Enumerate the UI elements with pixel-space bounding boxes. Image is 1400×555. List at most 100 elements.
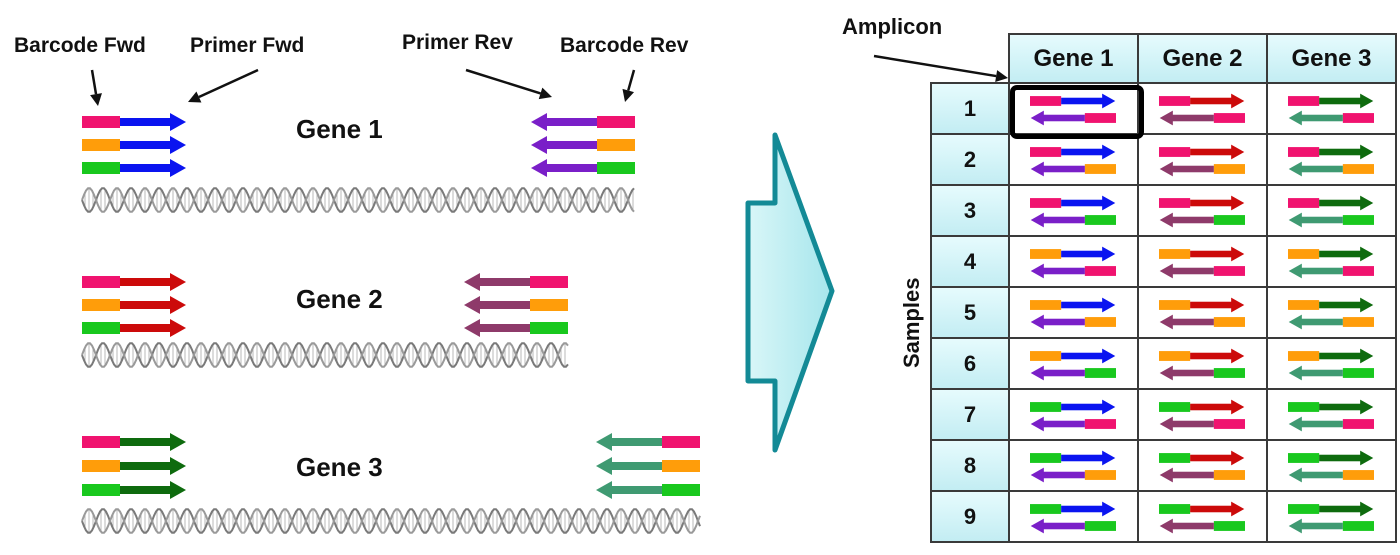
amplicon-glyph: [1158, 399, 1245, 431]
amplicon-glyph: [1158, 144, 1245, 176]
row-header-sample-2: 2: [930, 133, 1010, 186]
amplicon-glyph: [1287, 348, 1374, 380]
cell-reverse-primer: [1159, 110, 1245, 125]
row-header-sample-1: 1: [930, 82, 1010, 135]
amplicon-glyph: [1029, 297, 1116, 329]
cell-forward-primer: [1287, 348, 1373, 363]
amplicon-cell-1-1: [1008, 82, 1139, 135]
forward-primer-g3-3: [82, 481, 186, 499]
cell-reverse-primer: [1030, 518, 1116, 533]
forward-primer-g3-2: [82, 457, 186, 475]
amplicon-glyph: [1287, 297, 1374, 329]
cell-forward-primer: [1287, 399, 1373, 414]
transition-arrow: [745, 132, 835, 453]
table-row: 5: [930, 286, 1397, 339]
cell-reverse-primer: [1159, 212, 1245, 227]
cell-reverse-primer: [1159, 416, 1245, 431]
cell-reverse-primer: [1159, 518, 1245, 533]
amplicon-cell-2-1: [1008, 133, 1139, 186]
cell-forward-primer: [1029, 195, 1115, 210]
dna-strand-gene-1: [81, 187, 635, 213]
cell-reverse-primer: [1288, 365, 1374, 380]
amplicon-cell-6-1: [1008, 337, 1139, 390]
cell-reverse-primer: [1159, 314, 1245, 329]
barcode-fwd-label: Barcode Fwd: [14, 34, 146, 57]
amplicon-glyph: [1029, 246, 1116, 278]
cell-forward-primer: [1029, 144, 1115, 159]
row-header-sample-6: 6: [930, 337, 1010, 390]
forward-primer-g1-1: [82, 113, 186, 131]
row-header-sample-3: 3: [930, 184, 1010, 237]
table-row: 4: [930, 235, 1397, 288]
primer-fwd-pointer: [188, 68, 259, 103]
cell-forward-primer: [1158, 450, 1244, 465]
amplicon-cell-8-1: [1008, 439, 1139, 492]
forward-primer-g2-1: [82, 273, 186, 291]
row-header-sample-4: 4: [930, 235, 1010, 288]
cell-reverse-primer: [1288, 518, 1374, 533]
cell-forward-primer: [1029, 246, 1115, 261]
reverse-primer-g3-3: [596, 481, 700, 499]
cell-forward-primer: [1158, 501, 1244, 516]
cell-forward-primer: [1158, 93, 1244, 108]
barcode-rev-pointer: [622, 69, 636, 102]
amplicon-cell-4-1: [1008, 235, 1139, 288]
amplicon-glyph: [1158, 450, 1245, 482]
amplicon-cell-8-3: [1266, 439, 1397, 492]
amplicon-cell-3-2: [1137, 184, 1268, 237]
cell-reverse-primer: [1159, 161, 1245, 176]
dna-strand-gene-3: [81, 508, 701, 534]
amplicon-cell-9-1: [1008, 490, 1139, 543]
row-header-sample-9: 9: [930, 490, 1010, 543]
cell-forward-primer: [1287, 195, 1373, 210]
barcode-fwd-pointer: [90, 69, 102, 106]
reverse-primer-g2-2: [464, 296, 568, 314]
cell-forward-primer: [1158, 297, 1244, 312]
amplicon-cell-4-3: [1266, 235, 1397, 288]
amplicon-cell-5-1: [1008, 286, 1139, 339]
cell-reverse-primer: [1159, 365, 1245, 380]
forward-primer-g3-1: [82, 433, 186, 451]
amplicon-cell-6-3: [1266, 337, 1397, 390]
cell-reverse-primer: [1030, 314, 1116, 329]
amplicon-highlight-box: [1010, 85, 1144, 139]
gene-2-label: Gene 2: [296, 284, 383, 314]
cell-forward-primer: [1287, 93, 1373, 108]
cell-forward-primer: [1287, 297, 1373, 312]
amplicon-cell-3-3: [1266, 184, 1397, 237]
table-header-row: Gene 1 Gene 2 Gene 3: [931, 33, 1397, 84]
cell-reverse-primer: [1030, 365, 1116, 380]
gene-3-label: Gene 3: [296, 452, 383, 482]
amplicon-glyph: [1287, 195, 1374, 227]
reverse-primer-g1-1: [531, 113, 635, 131]
cell-reverse-primer: [1159, 263, 1245, 278]
reverse-primer-g2-3: [464, 319, 568, 337]
amplicon-glyph: [1029, 501, 1116, 533]
column-header-gene-2: Gene 2: [1137, 33, 1268, 84]
forward-primer-g1-2: [82, 136, 186, 154]
samples-axis-label: Samples: [899, 277, 924, 369]
amplicon-glyph: [1158, 195, 1245, 227]
cell-forward-primer: [1029, 348, 1115, 363]
primer-fwd-label: Primer Fwd: [190, 34, 305, 57]
barcode-rev-label: Barcode Rev: [560, 34, 689, 57]
cell-forward-primer: [1158, 348, 1244, 363]
gene-1-label: Gene 1: [296, 114, 383, 144]
dna-strand-gene-2: [81, 342, 569, 368]
cell-forward-primer: [1287, 144, 1373, 159]
amplicon-pointer: [873, 54, 1008, 82]
forward-primer-g2-3: [82, 319, 186, 337]
amplicon-cell-4-2: [1137, 235, 1268, 288]
amplicon-glyph: [1029, 144, 1116, 176]
amplicon-glyph: [1158, 93, 1245, 125]
cell-reverse-primer: [1288, 212, 1374, 227]
row-header-sample-7: 7: [930, 388, 1010, 441]
table-row: 2: [930, 133, 1397, 186]
forward-primer-g1-3: [82, 159, 186, 177]
cell-reverse-primer: [1030, 416, 1116, 431]
primer-rev-label: Primer Rev: [402, 31, 513, 54]
amplicon-glyph: [1158, 501, 1245, 533]
forward-primer-g2-2: [82, 296, 186, 314]
cell-reverse-primer: [1030, 161, 1116, 176]
